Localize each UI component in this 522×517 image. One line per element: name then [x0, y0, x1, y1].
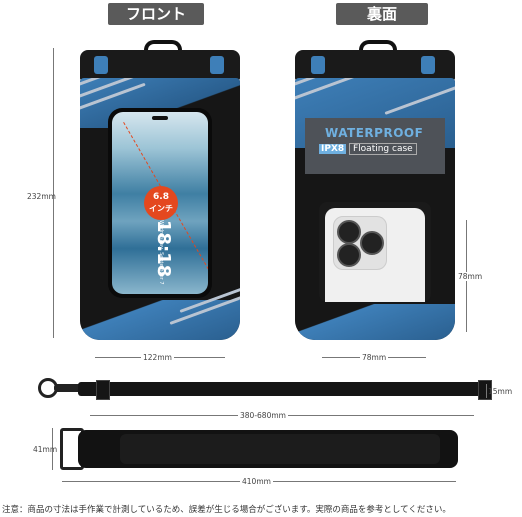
front-lanyard-loop: [144, 40, 182, 58]
back-clip-band: [295, 50, 455, 80]
back-window-height-dim: 78mm: [456, 272, 485, 281]
lanyard-strap: [30, 372, 500, 406]
back-window: [319, 202, 431, 302]
front-case-body: 18:18 Wednesday, September 7 6.8 インチ: [80, 78, 240, 340]
phone-date: Wednesday, September 7: [158, 220, 164, 285]
armband-length-dim: 410mm: [240, 477, 273, 486]
badge-unit: インチ: [149, 204, 173, 213]
phone-back: [325, 208, 425, 302]
back-window-width-dim: 78mm: [360, 353, 389, 362]
back-lanyard-loop: [359, 40, 397, 58]
armband-height-dim: 41mm: [33, 445, 58, 454]
badge-value: 6.8: [153, 192, 169, 202]
strap-thickness-dim: 15mm: [488, 387, 513, 396]
front-clip-band: [80, 50, 240, 80]
screen-size-badge: 6.8 インチ: [144, 186, 178, 220]
measurement-note: 注意：商品の寸法は手作業で計測しているため、誤差が生じる場合がございます。実際の…: [2, 505, 451, 515]
back-rating: IPX8: [319, 144, 347, 154]
back-info-panel: WATERPROOF IPX8 Floating case: [305, 118, 445, 174]
front-case: 18:18 Wednesday, September 7 6.8 インチ: [80, 40, 240, 340]
strap-length-dim: 380-680mm: [238, 411, 288, 420]
front-height-dim: 232mm: [27, 192, 56, 201]
back-brand: WATERPROOF: [325, 126, 424, 140]
back-label: 裏面: [336, 3, 428, 25]
back-subtitle: Floating case: [349, 143, 417, 155]
camera-module: [333, 216, 387, 270]
back-case-body: WATERPROOF IPX8 Floating case: [295, 78, 455, 340]
front-width-dim: 122mm: [141, 353, 174, 362]
armband: [60, 428, 460, 470]
front-label: フロント: [108, 3, 204, 25]
back-case: WATERPROOF IPX8 Floating case: [295, 40, 455, 340]
